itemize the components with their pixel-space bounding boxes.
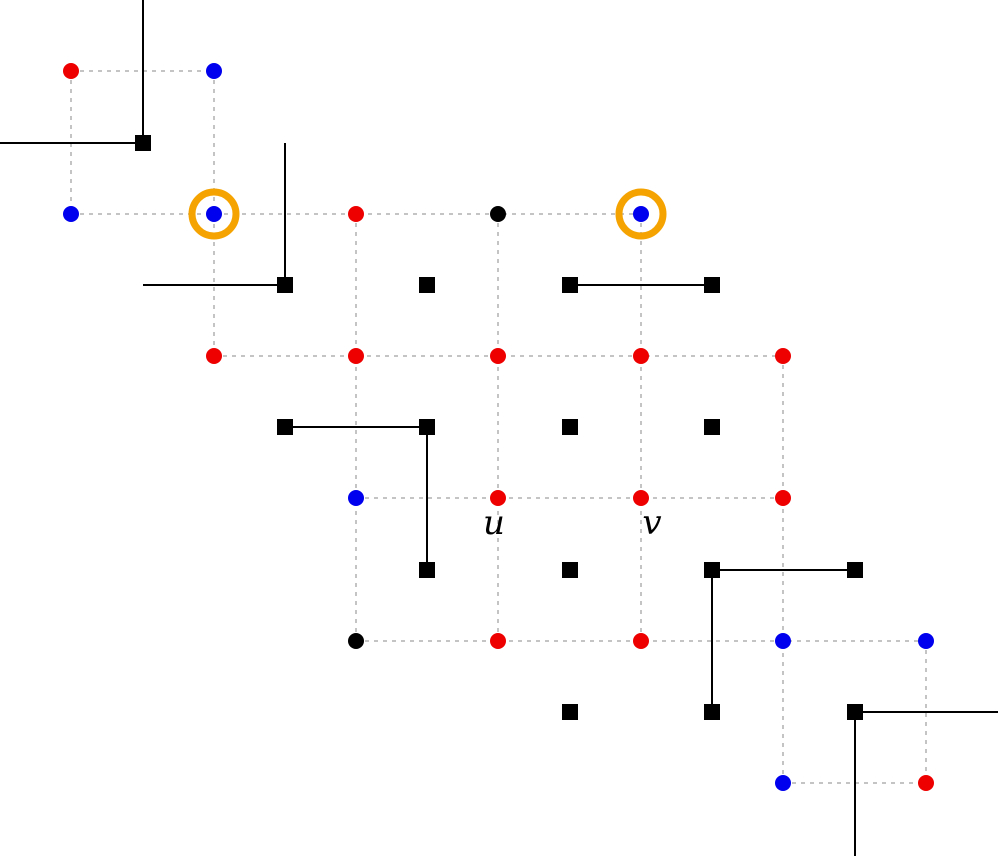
square-vertices	[135, 135, 863, 720]
round-vertices	[63, 63, 934, 791]
highlight-ring	[188, 188, 240, 240]
square-vertex	[419, 419, 435, 435]
blue-vertex	[348, 490, 364, 506]
black-vertex	[490, 206, 506, 222]
red-vertex	[490, 348, 506, 364]
blue-vertex	[775, 775, 791, 791]
blue-vertex	[63, 206, 79, 222]
label-v: v	[642, 503, 661, 543]
square-vertex	[562, 704, 578, 720]
red-vertex	[490, 490, 506, 506]
square-vertex	[704, 562, 720, 578]
blue-vertex	[918, 633, 934, 649]
red-vertex	[633, 490, 649, 506]
square-vertex	[847, 704, 863, 720]
black-vertex	[348, 633, 364, 649]
blue-vertex	[206, 63, 222, 79]
blue-vertex	[775, 633, 791, 649]
square-vertex	[704, 704, 720, 720]
red-vertex	[348, 206, 364, 222]
red-vertex	[348, 348, 364, 364]
label-u: u	[483, 503, 505, 543]
red-vertex	[918, 775, 934, 791]
square-vertex	[562, 562, 578, 578]
red-vertex	[490, 633, 506, 649]
square-vertex	[704, 277, 720, 293]
red-vertex	[775, 348, 791, 364]
square-vertex	[277, 419, 293, 435]
square-vertex	[135, 135, 151, 151]
square-vertex	[419, 562, 435, 578]
highlight-rings	[188, 188, 667, 240]
square-vertex	[562, 419, 578, 435]
red-vertex	[775, 490, 791, 506]
red-vertex	[63, 63, 79, 79]
red-vertex	[206, 348, 222, 364]
highlight-ring	[615, 188, 667, 240]
blue-vertex	[633, 206, 649, 222]
square-vertex	[847, 562, 863, 578]
red-vertex	[633, 633, 649, 649]
dashed-grid-edges	[70, 70, 927, 784]
square-vertex	[419, 277, 435, 293]
square-vertex	[277, 277, 293, 293]
square-vertex	[704, 419, 720, 435]
blue-vertex	[206, 206, 222, 222]
red-vertex	[633, 348, 649, 364]
square-vertex	[562, 277, 578, 293]
